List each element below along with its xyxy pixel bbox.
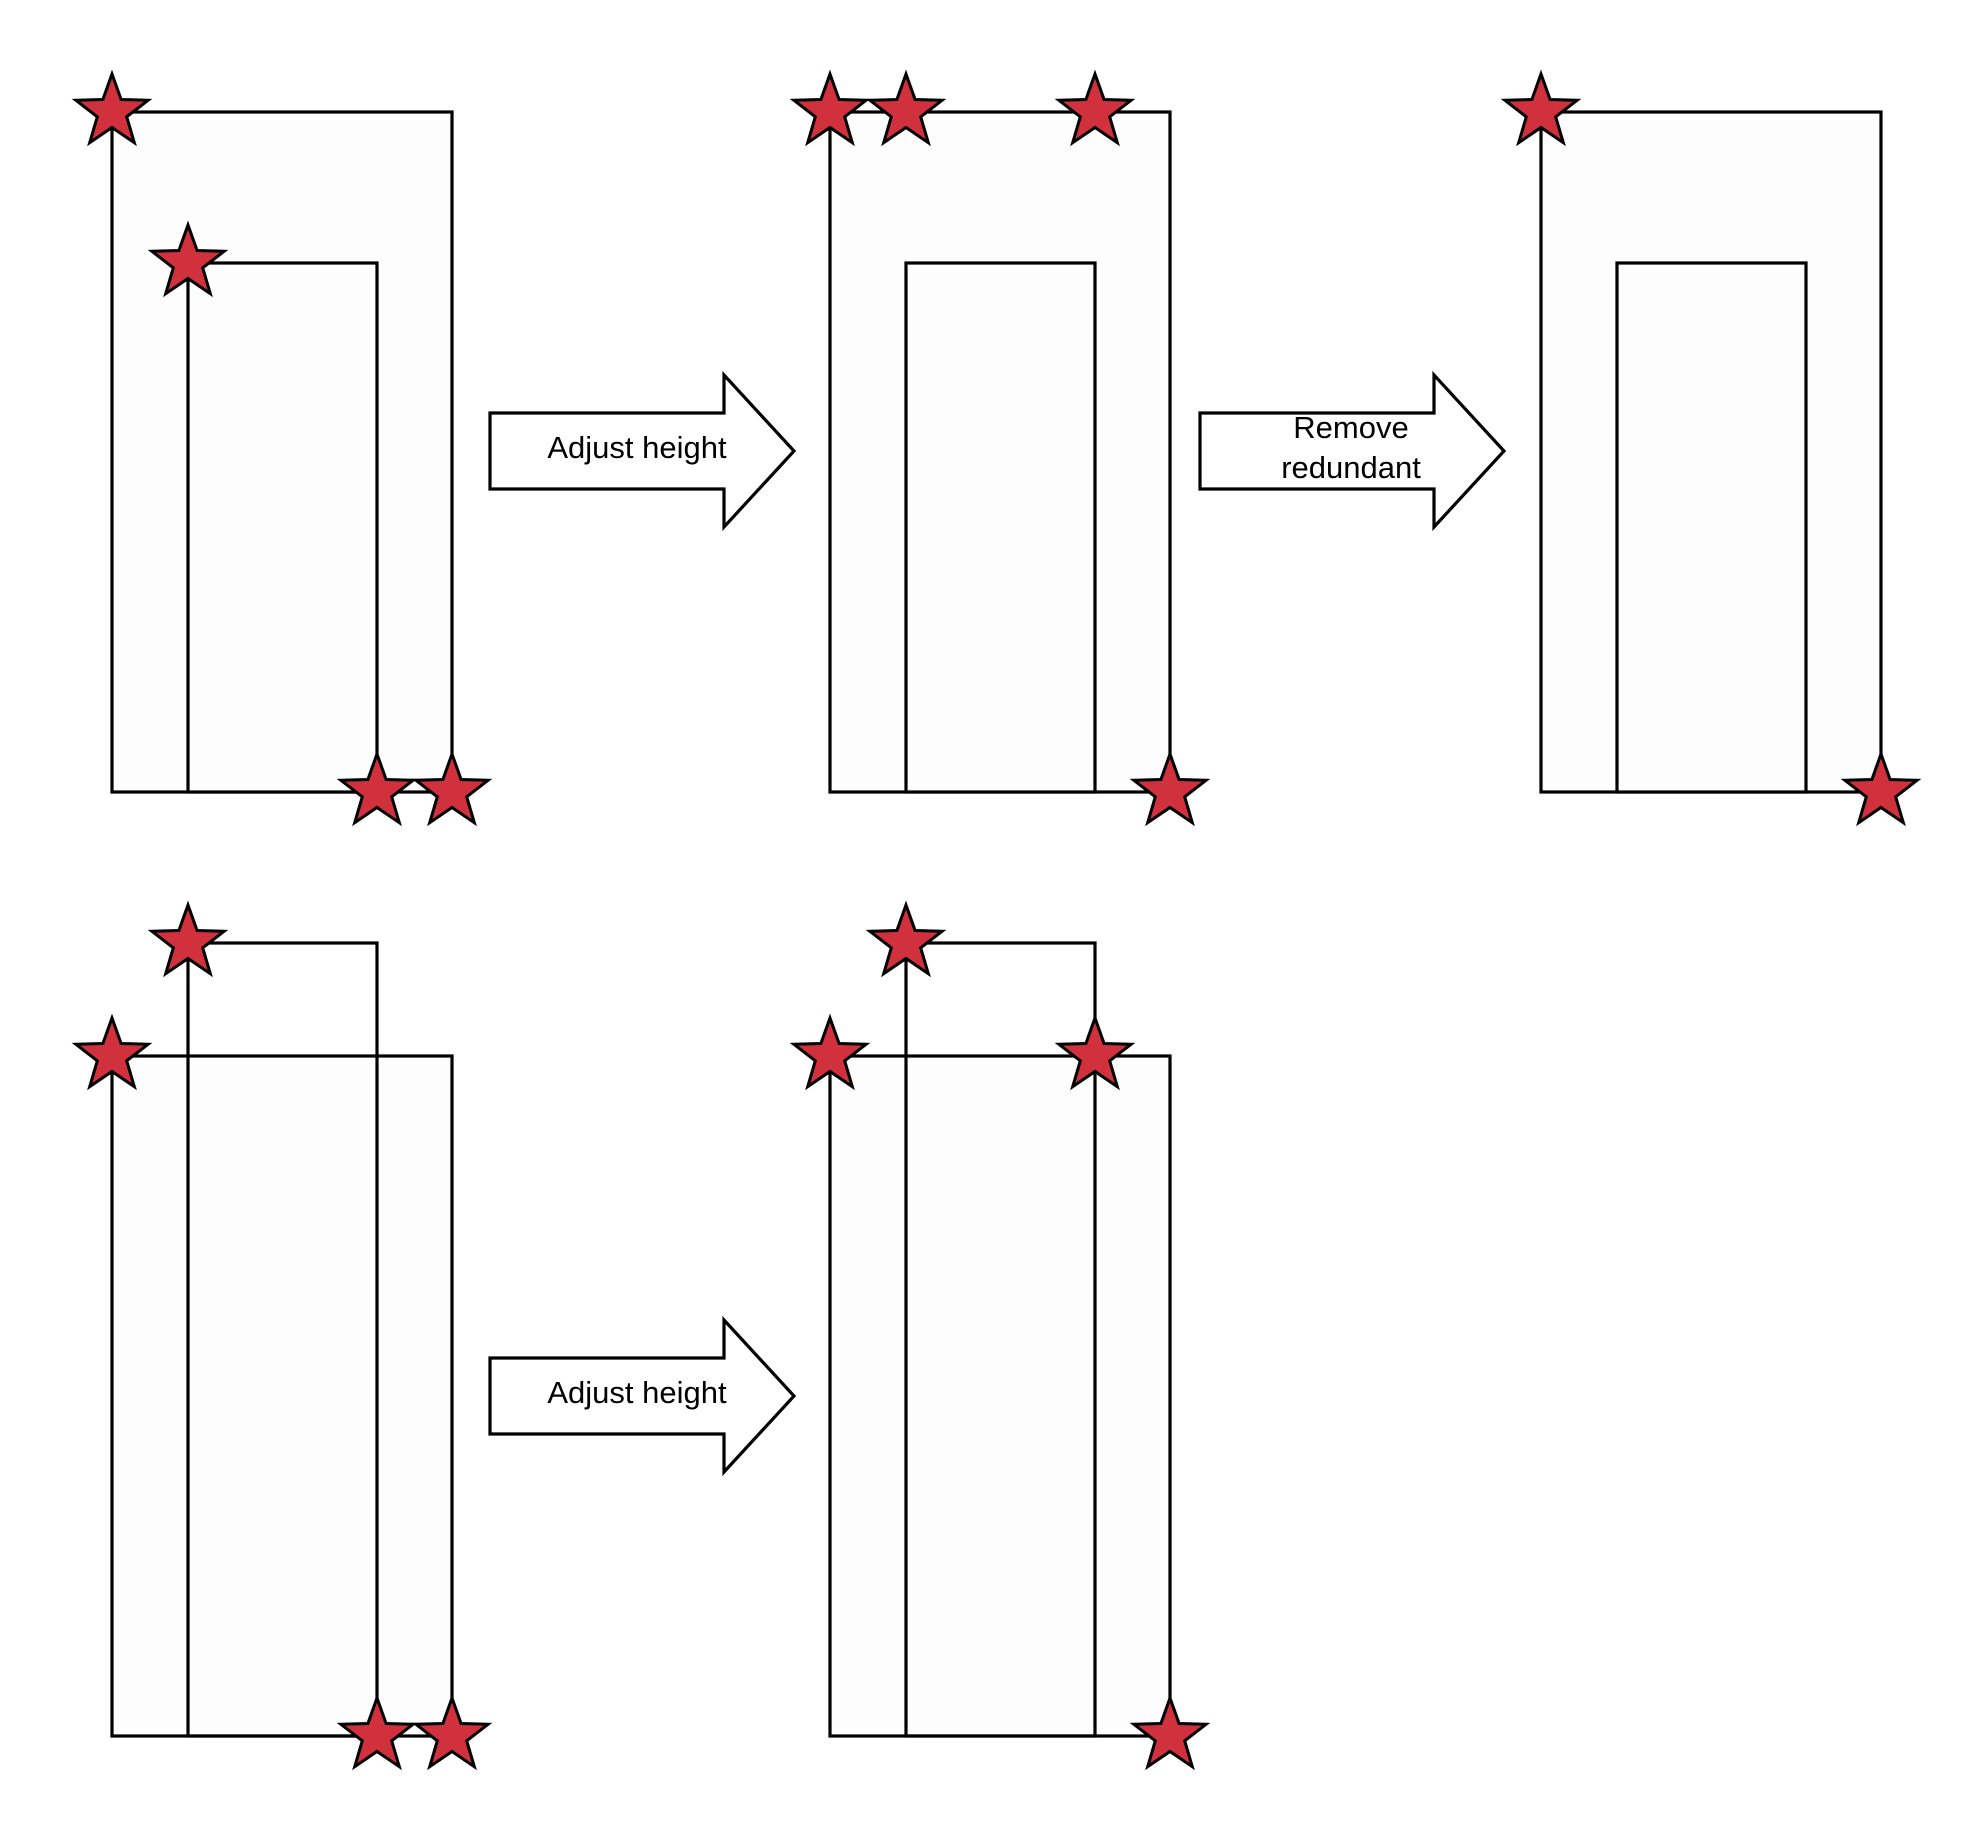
star-icon bbox=[147, 220, 229, 298]
tall-rectangle bbox=[904, 941, 1097, 1738]
tall-rectangle bbox=[186, 941, 379, 1738]
inner-rectangle bbox=[1615, 261, 1808, 794]
remove-redundant-arrow: Remove redundant bbox=[1198, 370, 1507, 532]
star-icon bbox=[336, 749, 418, 827]
star-icon bbox=[865, 900, 947, 978]
arrow-label-line-2: redundant bbox=[1281, 450, 1421, 485]
star-icon bbox=[147, 900, 229, 978]
right-arrow-icon bbox=[488, 370, 797, 532]
panel-bottom-2 bbox=[828, 941, 1172, 1738]
star-icon bbox=[1054, 1013, 1136, 1091]
star-icon bbox=[865, 69, 947, 147]
panel-top-3 bbox=[1539, 110, 1883, 794]
panel-top-2 bbox=[828, 110, 1172, 794]
right-arrow-icon bbox=[1198, 370, 1507, 532]
star-icon bbox=[789, 69, 871, 147]
star-icon bbox=[1129, 749, 1211, 827]
adjust-height-arrow-bottom: Adjust height bbox=[488, 1315, 797, 1477]
star-icon bbox=[411, 1693, 493, 1771]
panel-bottom-1 bbox=[110, 941, 454, 1738]
wide-rectangle bbox=[110, 1054, 454, 1738]
arrow-label: Adjust height bbox=[547, 430, 727, 465]
inner-rectangle bbox=[186, 261, 379, 794]
star-icon bbox=[336, 1693, 418, 1771]
star-icon bbox=[1840, 749, 1922, 827]
star-icon bbox=[1129, 1693, 1211, 1771]
wide-rectangle bbox=[828, 1054, 1172, 1738]
star-icon bbox=[1500, 69, 1582, 147]
corner-markers bbox=[71, 69, 1922, 1771]
inner-rectangle bbox=[904, 261, 1097, 794]
star-icon bbox=[71, 1013, 153, 1091]
adjust-height-arrow-top: Adjust height bbox=[488, 370, 797, 532]
star-icon bbox=[71, 69, 153, 147]
star-icon bbox=[789, 1013, 871, 1091]
right-arrow-icon bbox=[488, 1315, 797, 1477]
arrow-label: Adjust height bbox=[547, 1375, 727, 1410]
panel-top-1 bbox=[110, 110, 454, 794]
star-icon bbox=[411, 749, 493, 827]
arrow-label-line-1: Remove bbox=[1293, 410, 1408, 445]
star-icon bbox=[1054, 69, 1136, 147]
